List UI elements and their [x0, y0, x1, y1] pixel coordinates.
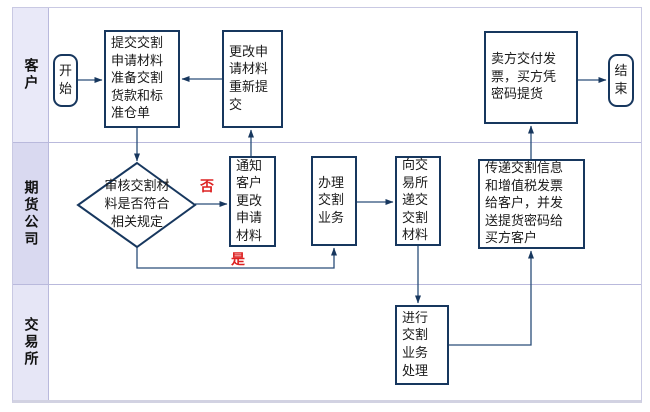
node-transmit-info: 传递交割信息 和增值税发票 给客户，并发 送提货密码给 买方客户 — [478, 159, 585, 249]
node-notify-customer: 通知 客户 更改 申请 材料 — [229, 156, 276, 247]
lane-body-exchange — [49, 285, 641, 400]
connector-decision-yes-to-handle — [136, 247, 337, 269]
edge-label-yes: 是 — [231, 252, 245, 268]
node-submit-materials: 提交交割 申请材料 准备交割 货款和标 准仓单 — [104, 30, 180, 128]
decision-diamond — [76, 161, 197, 249]
node-handle-delivery: 办理 交割 业务 — [311, 156, 357, 246]
node-end: 结 束 — [608, 54, 634, 107]
node-seller-invoice: 卖方交付发 票，买方凭 密码提货 — [484, 31, 578, 124]
lane-label-futures-company: 期货公司 — [13, 143, 49, 284]
node-start: 开 始 — [53, 54, 78, 107]
decision-label: 审核交割材 料是否符合 相关规定 — [104, 179, 170, 231]
edge-label-no: 否 — [200, 179, 214, 195]
node-submit-to-exchange: 向交 易所 递交 交割 材料 — [395, 156, 441, 246]
connector-process-to-transmit — [449, 250, 534, 346]
node-resubmit: 更改申 请材料 重新提 交 — [222, 30, 283, 128]
lane-label-customer: 客户 — [13, 8, 49, 142]
lane-exchange: 交易所 — [13, 285, 641, 400]
lane-label-exchange: 交易所 — [13, 285, 49, 400]
node-process-delivery: 进行 交割 业务 处理 — [395, 305, 449, 385]
